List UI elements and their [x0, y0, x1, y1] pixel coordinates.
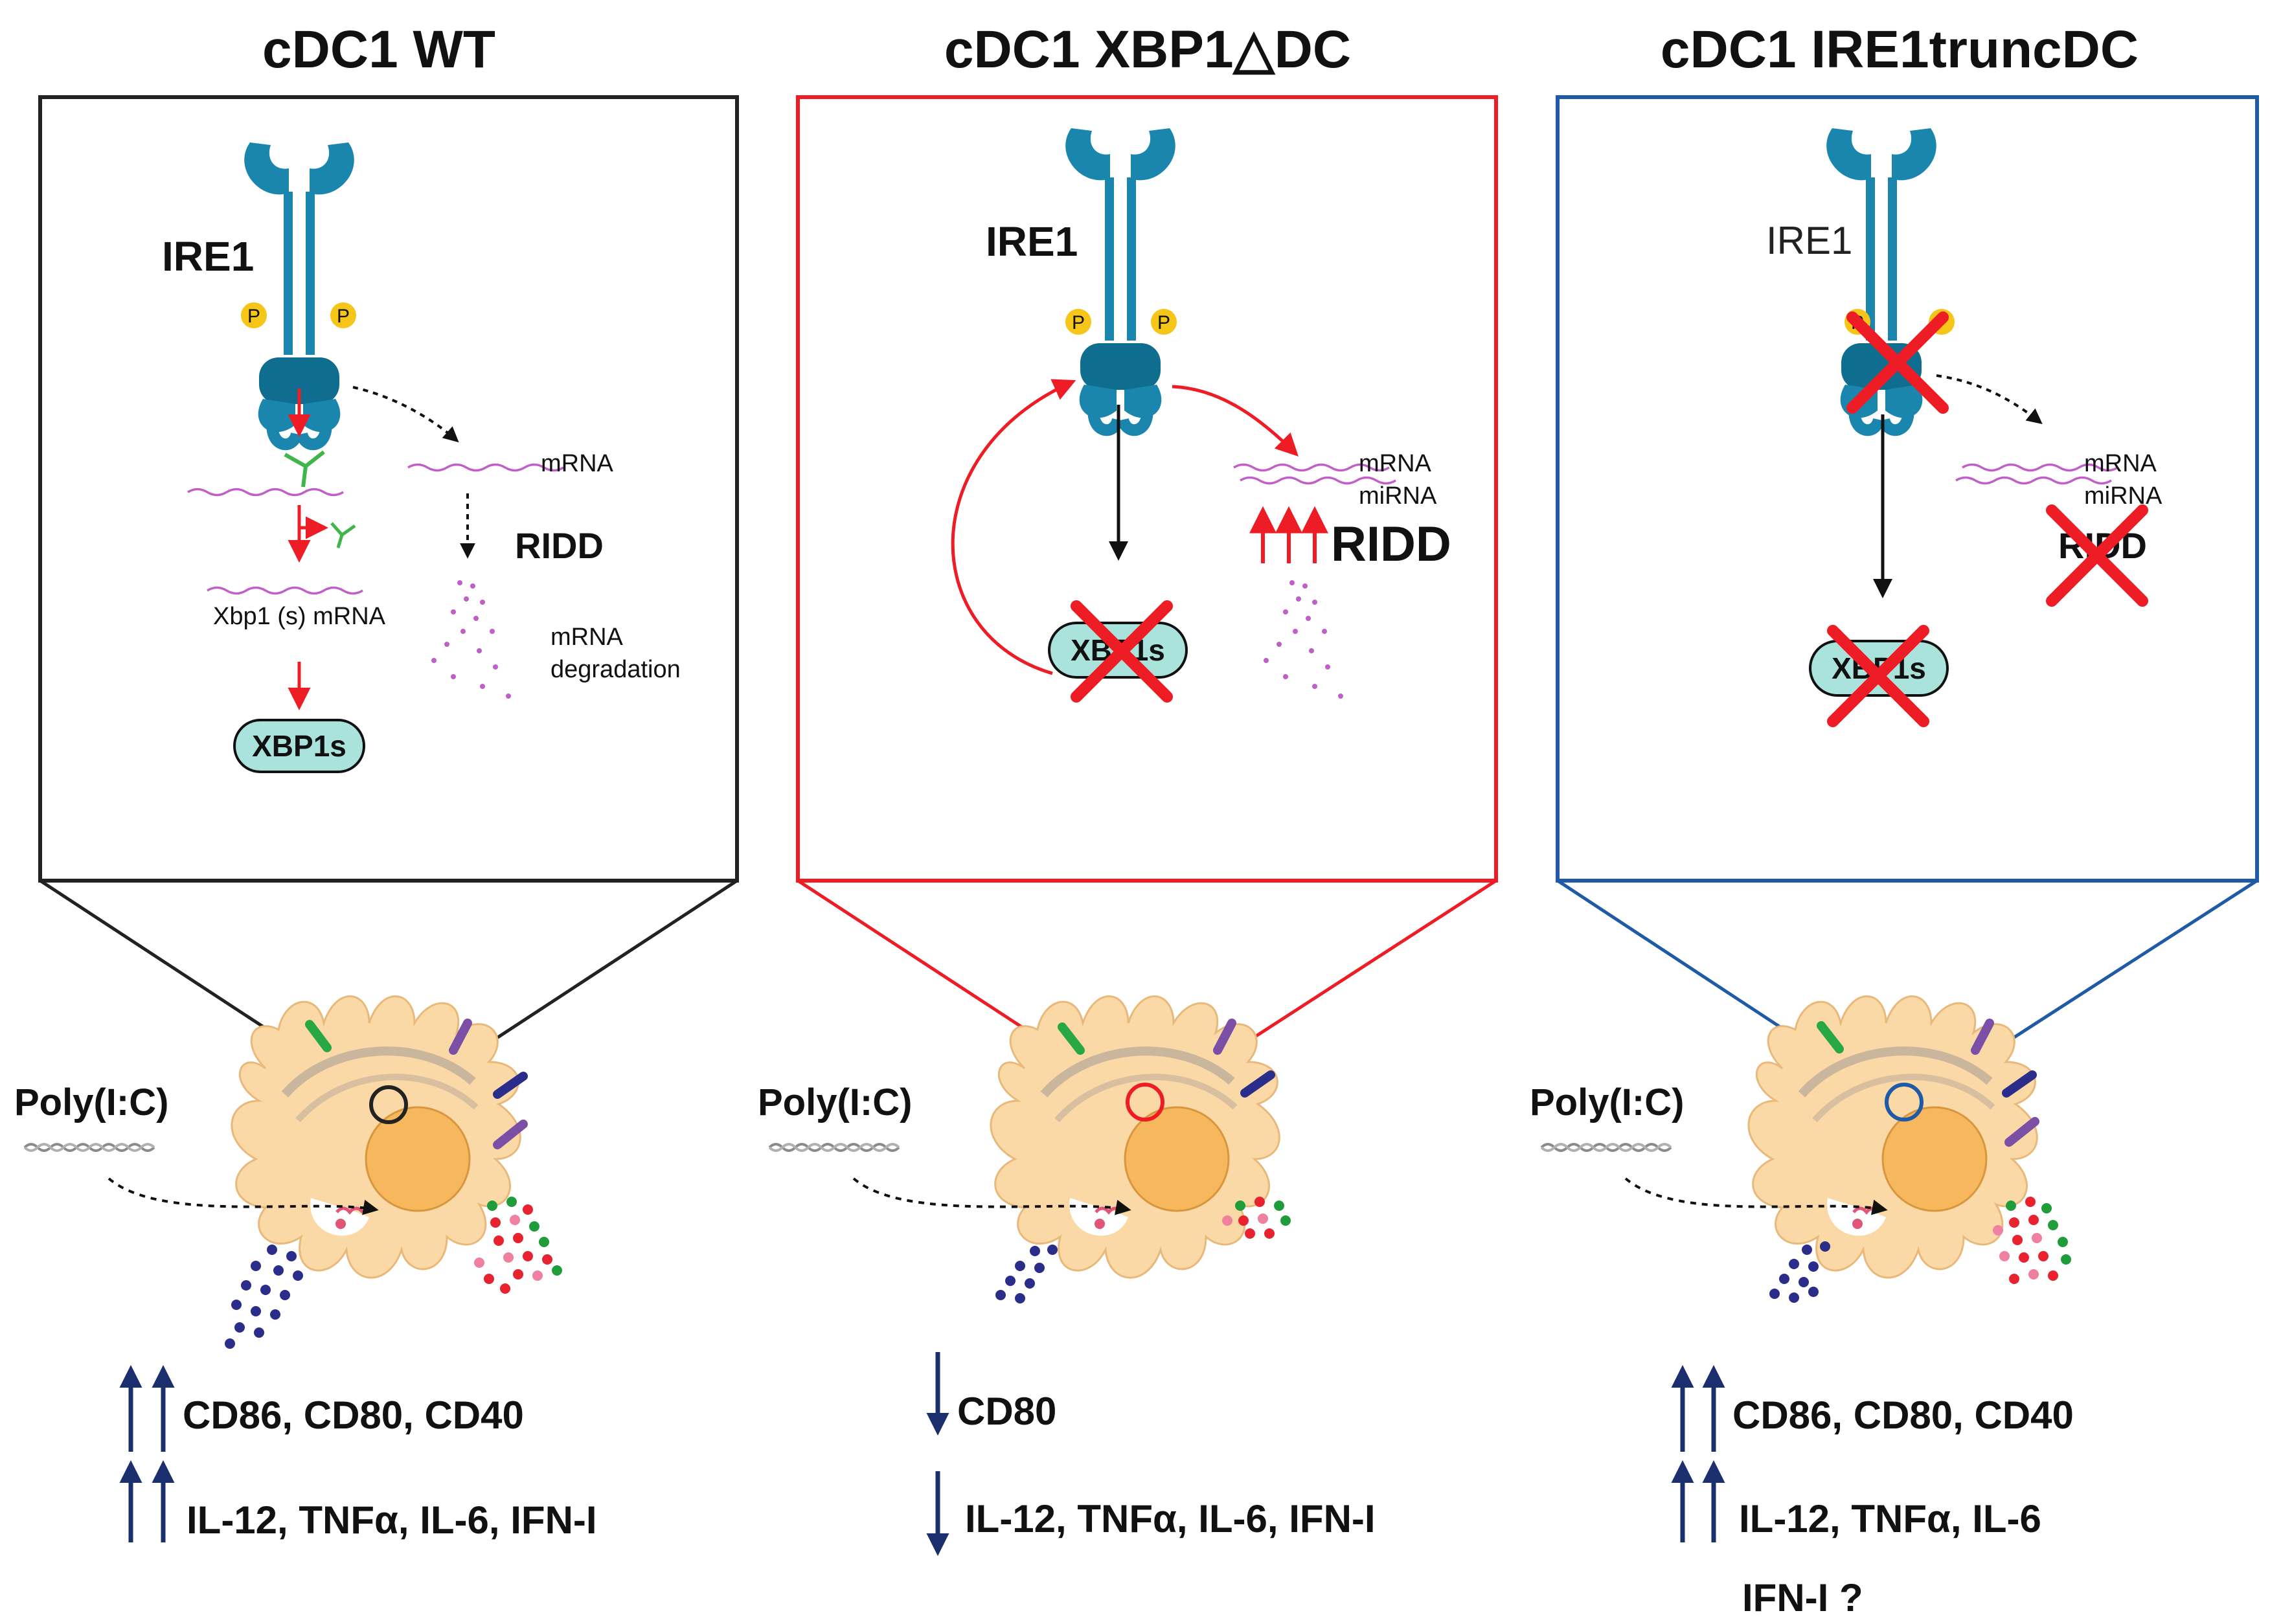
- marker-line-1: CD86, CD80, CD40: [183, 1393, 524, 1437]
- panel-xbp1-ko: cDC1 XBP1△DC P P IRE1 XBP1s mRNA miRNA R…: [758, 20, 1498, 1556]
- spliced-rna-icon: [206, 586, 364, 595]
- degraded-rna-icon: [431, 580, 511, 699]
- mrna-label: mRNA: [1359, 450, 1432, 477]
- phospho-left-label: P: [1072, 312, 1085, 333]
- phospho-left-icon: [241, 302, 267, 328]
- ridd-label: RIDD: [515, 525, 604, 566]
- mirna-label: miRNA: [2084, 482, 2162, 510]
- phospho-right-icon: [1151, 309, 1177, 335]
- panel-title: cDC1 WT: [262, 20, 495, 79]
- panel-ire1-trunc: cDC1 IRE1truncDC P P IRE1 XBP1s mRNA miR…: [1530, 20, 2259, 1619]
- phospho-right-label: P: [337, 306, 350, 327]
- zoom-frame: [1556, 95, 2259, 883]
- cytokine-dots-icon: [474, 1197, 562, 1294]
- poly-ic-label: Poly(I:C): [1530, 1081, 1684, 1123]
- mrna-label: mRNA: [2084, 450, 2157, 477]
- zoom-circle-icon: [369, 1085, 408, 1124]
- poly-ic-icon: [23, 1143, 155, 1152]
- cytokine-dots-icon: [1993, 1197, 2071, 1284]
- panel-title: cDC1 XBP1△DC: [944, 20, 1351, 79]
- mrna-label: mRNA: [541, 450, 614, 477]
- navy-dots-icon: [225, 1245, 303, 1349]
- phospho-right-icon: [330, 302, 356, 328]
- cytokine-dots-icon: [1222, 1197, 1291, 1239]
- dendritic-cell-icon: [232, 997, 520, 1278]
- feedback-arrow: [951, 379, 1076, 675]
- zoom-frame: [796, 95, 1498, 883]
- poly-ic-label: Poly(I:C): [758, 1081, 912, 1123]
- uptake-arrow: [1624, 1177, 1888, 1215]
- degradation-label-1: mRNA: [550, 624, 624, 651]
- zoom-circle-icon: [1885, 1083, 1924, 1122]
- receptor-icons: [305, 1019, 528, 1149]
- dendritic-cell-icon: [991, 997, 1279, 1278]
- uptake-arrow: [852, 1177, 1131, 1215]
- ire1-receptor-icon: [1065, 128, 1175, 430]
- xbp1s-label: XBP1s: [252, 729, 346, 763]
- phospho-left-icon: [1065, 309, 1091, 335]
- mirna-label: miRNA: [1359, 482, 1437, 510]
- receptor-icons: [1058, 1019, 1275, 1098]
- intron-fragment-icon: [330, 522, 356, 548]
- receptor-icons: [1817, 1019, 2039, 1147]
- zoom-frame: [38, 95, 739, 883]
- unspliced-rna-icon: [187, 488, 345, 497]
- xbp1s-box: [233, 719, 365, 773]
- poly-ic-icon: [768, 1143, 900, 1152]
- marker-line-2: IL-12, TNFα, IL-6, IFN-I: [187, 1498, 597, 1542]
- navy-dots-icon: [1769, 1241, 1830, 1303]
- phospho-right-label: P: [1157, 312, 1170, 333]
- marker-line-3: IFN-I ?: [1742, 1576, 1863, 1619]
- marker-line-2: IL-12, TNFα, IL-6: [1739, 1497, 2041, 1540]
- ridd-arrow: [352, 386, 459, 443]
- degradation-label-2: degradation: [550, 656, 681, 683]
- ire1-label: IRE1: [986, 218, 1078, 265]
- dendritic-cell-icon: [1749, 997, 2037, 1278]
- navy-dots-icon: [995, 1245, 1058, 1303]
- poly-ic-icon: [1540, 1143, 1672, 1152]
- ire1-label: IRE1: [1766, 219, 1852, 262]
- ridd-label: RIDD: [1331, 517, 1451, 572]
- ire1-label: IRE1: [162, 233, 254, 280]
- panel-title: cDC1 IRE1truncDC: [1661, 20, 2139, 79]
- marker-line-2: IL-12, TNFα, IL-6, IFN-I: [965, 1497, 1376, 1540]
- ire1-cleavage-icon: [284, 450, 325, 488]
- ridd-arrow: [1936, 374, 2043, 424]
- phospho-left-label: P: [247, 306, 260, 327]
- marker-line-1: CD86, CD80, CD40: [1732, 1393, 2074, 1437]
- marker-line-1: CD80: [957, 1390, 1056, 1433]
- zoom-circle-icon: [1126, 1083, 1164, 1122]
- xbp1-mrna-label: Xbp1 (s) mRNA: [213, 603, 386, 630]
- mrna-icon: [407, 463, 565, 472]
- degraded-rna-icon: [1264, 580, 1343, 699]
- poly-ic-label: Poly(I:C): [14, 1081, 168, 1123]
- panel-wt: cDC1 WT P P IRE1 Xbp1 (s) mRNA XBP1s mRN…: [14, 20, 739, 1542]
- ridd-arrow: [1172, 385, 1299, 457]
